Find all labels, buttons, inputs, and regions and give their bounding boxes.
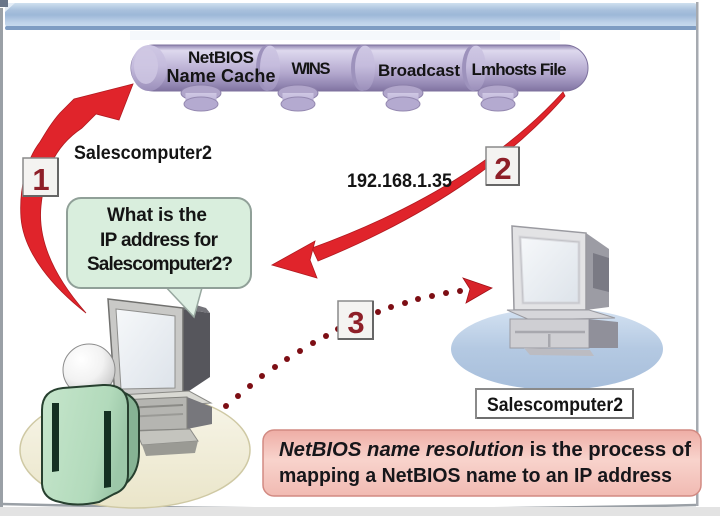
svg-text:What is the: What is the — [107, 205, 207, 226]
svg-text:Lmhosts File: Lmhosts File — [472, 60, 567, 79]
svg-text:3: 3 — [347, 305, 364, 340]
svg-text:Salescomputer2: Salescomputer2 — [74, 143, 212, 164]
svg-text:NetBIOS name resolution is the: NetBIOS name resolution is the process o… — [279, 439, 691, 461]
svg-text:NetBIOS: NetBIOS — [188, 48, 254, 67]
svg-text:192.168.1.35: 192.168.1.35 — [347, 170, 452, 192]
svg-text:WINS: WINS — [292, 60, 331, 78]
svg-text:2: 2 — [494, 151, 511, 186]
svg-text:Broadcast: Broadcast — [378, 61, 460, 80]
svg-text:IP address for: IP address for — [100, 230, 219, 251]
svg-text:Name Cache: Name Cache — [167, 66, 276, 86]
svg-text:Salescomputer2?: Salescomputer2? — [87, 254, 233, 275]
svg-text:1: 1 — [32, 162, 49, 197]
svg-text:mapping a NetBIOS name to an I: mapping a NetBIOS name to an IP address — [279, 465, 672, 487]
svg-text:Salescomputer2: Salescomputer2 — [487, 395, 623, 416]
